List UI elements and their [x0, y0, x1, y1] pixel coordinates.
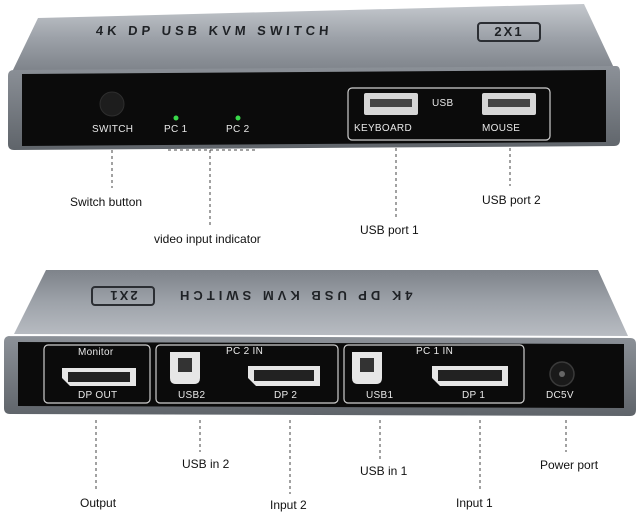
usb2-label: USB2 [178, 390, 206, 401]
top-device [8, 4, 620, 150]
callout-switch-button: Switch button [70, 195, 143, 209]
bottom-device [4, 270, 636, 416]
top-lid-text: 4K DP USB KVM SWITCH [95, 23, 334, 38]
dp-out-label: DP OUT [78, 390, 118, 401]
usb-group-outline [347, 87, 551, 141]
bottom-badge-box [91, 286, 155, 306]
usb1-b-port-inner-icon [360, 358, 374, 372]
usb2-b-port-inner-icon [178, 358, 192, 372]
dp1-port-inner-icon [438, 370, 502, 381]
callout-input-1: Input 1 [456, 496, 493, 510]
callout-usb-port-2: USB port 2 [482, 193, 541, 207]
callout-usb-port-1: USB port 1 [360, 223, 419, 237]
bottom-front-panel [18, 342, 624, 408]
bottom-badge-text: 2X1 [108, 288, 138, 303]
keyboard-usb-port-tongue-icon [370, 99, 412, 107]
callout-usb-in-1: USB in 1 [360, 464, 408, 478]
top-badge-box [477, 22, 541, 42]
callout-input-2: Input 2 [270, 498, 307, 512]
dp-out-port-inner-icon [68, 372, 130, 382]
callout-power-port: Power port [540, 458, 599, 472]
top-leader-lines [111, 148, 511, 228]
callout-output: Output [80, 496, 117, 510]
dp1-label: DP 1 [462, 390, 486, 401]
pc2-group-outline [155, 344, 339, 404]
pc2-in-label: PC 2 IN [226, 346, 264, 357]
monitor-group-outline [43, 344, 151, 404]
dc5v-label: DC5V [546, 390, 574, 401]
usb-label: USB [432, 98, 454, 109]
keyboard-label: KEYBOARD [354, 123, 412, 134]
pc1-led-icon [173, 115, 179, 121]
pc1-in-label: PC 1 IN [416, 346, 454, 357]
top-front-panel [22, 70, 606, 146]
top-device-lid [12, 4, 614, 72]
bottom-leader-lines [95, 420, 567, 494]
switch-label: SWITCH [92, 124, 134, 135]
top-badge-text: 2X1 [494, 24, 524, 39]
dp2-port-inner-icon [254, 370, 314, 381]
usb1-label: USB1 [366, 390, 394, 401]
dp2-label: DP 2 [274, 390, 298, 401]
mouse-usb-port-tongue-icon [488, 99, 530, 107]
dc5v-jack-pin-icon [559, 371, 565, 377]
switch-button[interactable] [99, 91, 125, 117]
bottom-lid-text: 4K DP USB KVM SWITCH [176, 288, 413, 303]
pc2-led-icon [235, 115, 241, 121]
pc2-label: PC 2 [226, 124, 250, 135]
bottom-device-lid [14, 270, 628, 336]
pc1-label: PC 1 [164, 124, 188, 135]
callout-usb-in-2: USB in 2 [182, 457, 230, 471]
pc1-group-outline [343, 344, 525, 404]
mouse-label: MOUSE [482, 123, 521, 134]
callout-video-input-indicator: video input indicator [154, 232, 261, 246]
monitor-label: Monitor [78, 347, 114, 358]
